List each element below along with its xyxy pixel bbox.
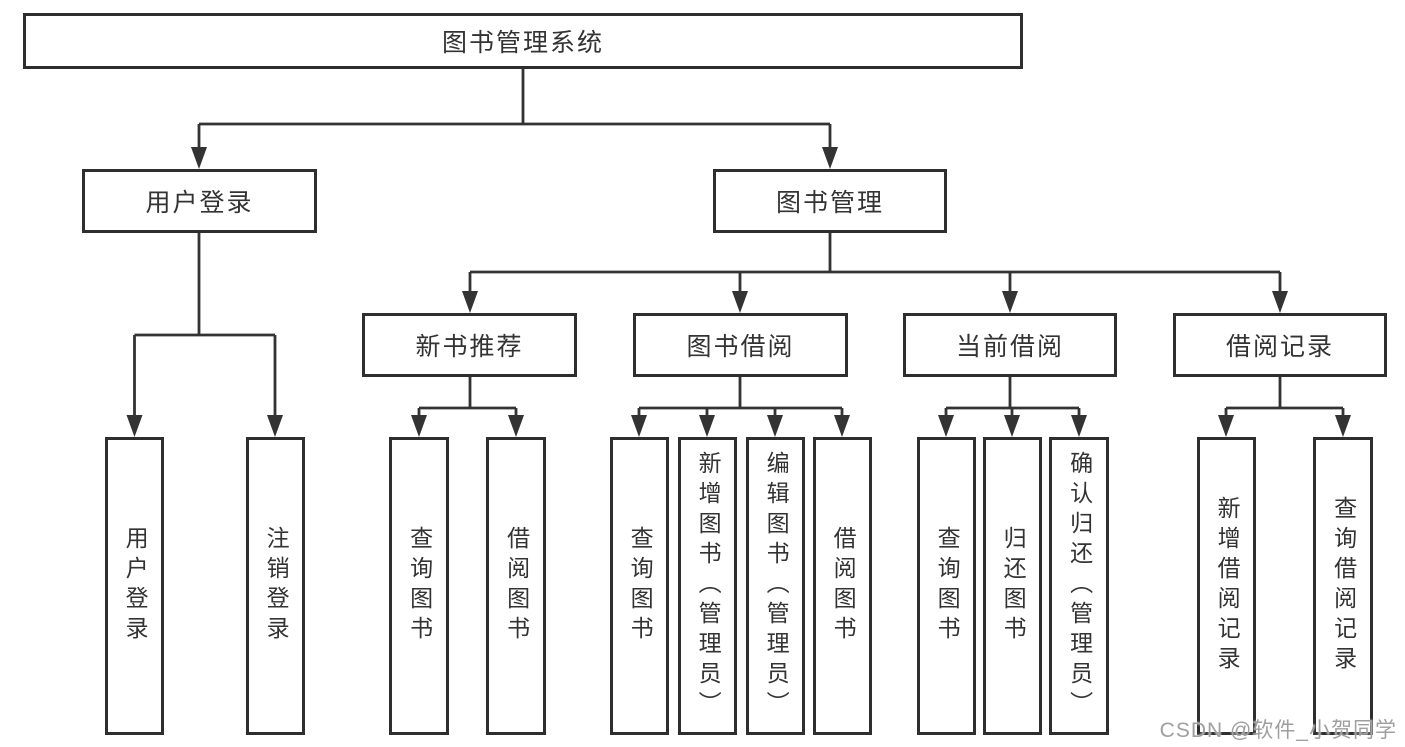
node-current-return-books: 归还图书 — [983, 437, 1042, 735]
node-current-borrow: 当前借阅 — [903, 313, 1117, 377]
node-recommend-borrow-books-label: 借阅图书 — [503, 526, 530, 646]
node-records-add-record: 新增借阅记录 — [1197, 437, 1256, 735]
node-borrow-query-books: 查询图书 — [610, 437, 669, 735]
node-new-book-recommend-label: 新书推荐 — [415, 333, 524, 361]
node-current-confirm-return-label: 确认归还（管理员） — [1066, 451, 1093, 721]
node-book-borrow-label: 图书借阅 — [686, 333, 795, 361]
node-logout-leaf-label: 注销登录 — [263, 526, 290, 646]
node-current-borrow-label: 当前借阅 — [955, 333, 1064, 361]
node-current-return-books-label: 归还图书 — [1000, 526, 1027, 646]
arrowhead-down-icons — [126, 147, 1351, 437]
node-new-book-recommend: 新书推荐 — [362, 313, 577, 377]
node-book-management-label: 图书管理 — [775, 189, 884, 217]
node-user-login-leaf: 用户登录 — [105, 437, 164, 735]
node-recommend-query-books: 查询图书 — [389, 437, 449, 735]
node-borrow-add-books: 新增图书（管理员） — [678, 437, 737, 735]
node-current-query-books: 查询图书 — [917, 437, 976, 735]
node-current-confirm-return: 确认归还（管理员） — [1049, 437, 1109, 735]
node-user-login-leaf-label: 用户登录 — [122, 526, 149, 646]
node-records-query-record: 查询借阅记录 — [1313, 437, 1373, 735]
node-user-login: 用户登录 — [82, 169, 317, 233]
node-recommend-borrow-books: 借阅图书 — [486, 437, 546, 735]
node-borrow-borrow-books-label: 借阅图书 — [830, 526, 857, 646]
connector-path — [133, 69, 1345, 432]
node-records-query-record-label: 查询借阅记录 — [1330, 496, 1357, 676]
node-borrow-records-label: 借阅记录 — [1225, 333, 1334, 361]
node-recommend-query-books-label: 查询图书 — [406, 526, 433, 646]
node-root: 图书管理系统 — [23, 13, 1023, 69]
node-book-borrow: 图书借阅 — [633, 313, 848, 377]
node-logout-leaf: 注销登录 — [246, 437, 305, 735]
node-borrow-add-books-label: 新增图书（管理员） — [695, 451, 722, 721]
node-borrow-borrow-books: 借阅图书 — [813, 437, 872, 735]
node-borrow-edit-books: 编辑图书（管理员） — [746, 437, 805, 735]
node-records-add-record-label: 新增借阅记录 — [1214, 496, 1241, 676]
node-root-label: 图书管理系统 — [441, 29, 604, 57]
node-user-login-label: 用户登录 — [145, 189, 254, 217]
node-borrow-query-books-label: 查询图书 — [627, 526, 654, 646]
node-borrow-edit-books-label: 编辑图书（管理员） — [763, 451, 790, 721]
node-borrow-records: 借阅记录 — [1173, 313, 1387, 377]
node-current-query-books-label: 查询图书 — [934, 526, 961, 646]
csdn-watermark: CSDN @软件_小贺同学 — [1159, 719, 1397, 742]
node-book-management: 图书管理 — [713, 169, 947, 233]
